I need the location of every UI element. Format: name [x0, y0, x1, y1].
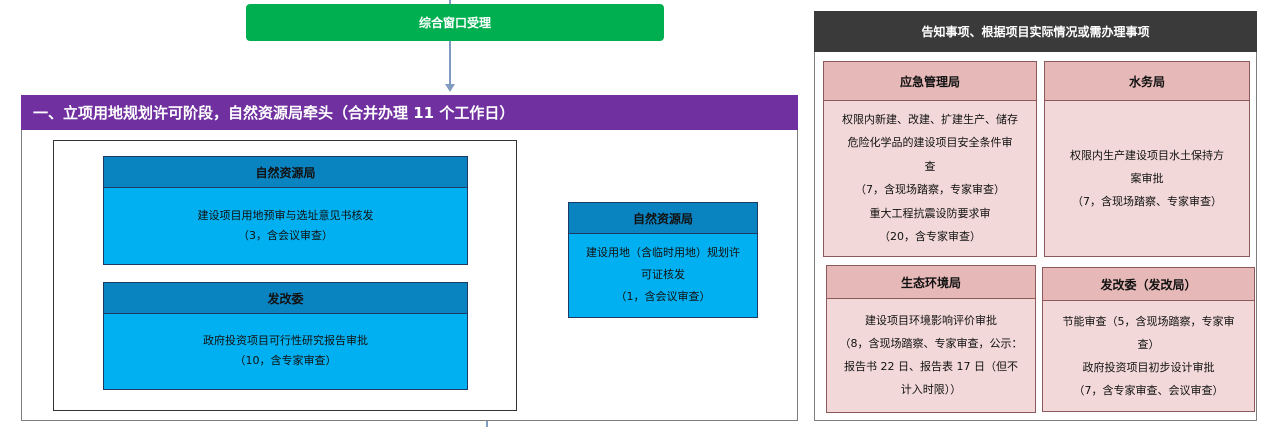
notice-line: 政府投资项目初步设计审批 — [1082, 360, 1215, 374]
notice-item-body: 节能审查（5，含现场踏察，专家审 查） 政府投资项目初步设计审批 （7，含专家审… — [1043, 300, 1254, 411]
notice-item-body: 权限内生产建设项目水土保持方 案审批 （7，含现场踏察、专家审查） — [1045, 100, 1249, 256]
box-body: 建设项目用地预审与选址意见书核发 （3，含会议审查） — [104, 187, 467, 264]
box-line: （1，含会议审查） — [615, 290, 711, 303]
notice-water-affairs: 水务局 权限内生产建设项目水土保持方 案审批 （7，含现场踏察、专家审查） — [1044, 61, 1250, 257]
box-line: 建设项目用地预审与选址意见书核发 — [197, 208, 374, 222]
notice-line: 报告书 22 日、报告表 17 日（但不 — [844, 360, 1018, 373]
notice-item-body: 建设项目环境影响评价审批 （8，含现场踏察、专家审查，公示： 报告书 22 日、… — [827, 298, 1035, 412]
box-body: 政府投资项目可行性研究报告审批 （10，含专家审查） — [104, 313, 467, 389]
connector-bottom — [486, 421, 488, 427]
box-line: 政府投资项目可行性研究报告审批 — [203, 334, 368, 347]
notice-item-head: 生态环境局 — [827, 266, 1035, 299]
box-feasibility-study: 发改委 政府投资项目可行性研究报告审批 （10，含专家审查） — [103, 282, 468, 390]
notice-line: 计入时限）） — [900, 383, 962, 396]
connector-accept-to-phase — [449, 41, 451, 85]
notice-line: 查 — [924, 159, 936, 173]
notice-line: （20，含专家审查） — [879, 230, 981, 243]
notice-emergency-management: 应急管理局 权限内新建、改建、扩建生产、储存 危险化学品的建设项目安全条件审 查… — [823, 61, 1037, 257]
box-head: 自然资源局 — [569, 203, 757, 234]
box-line: （10，含专家审查） — [234, 354, 337, 367]
notice-line: 查） — [1137, 337, 1160, 351]
notice-item-head: 应急管理局 — [824, 62, 1036, 101]
notice-line: （7，含现场踏察、专家审查） — [1072, 194, 1222, 208]
notice-ecology-environment: 生态环境局 建设项目环境影响评价审批 （8，含现场踏察、专家审查，公示： 报告书… — [826, 265, 1036, 413]
notice-line: （7，含专家审查、会议审查） — [1073, 383, 1224, 397]
notice-line: 重大工程抗震设防要求审 — [869, 206, 991, 220]
notice-line: 权限内新建、改建、扩建生产、储存 — [842, 112, 1018, 126]
notice-line: 建设项目环境影响评价审批 — [865, 314, 997, 327]
notice-line: 权限内生产建设项目水土保持方 — [1070, 148, 1224, 162]
notice-line: （8，含现场踏察、专家审查，公示： — [839, 337, 1023, 350]
notice-line: 危险化学品的建设项目安全条件审 — [847, 136, 1013, 149]
box-head: 自然资源局 — [104, 157, 467, 188]
phase-title: 一、立项用地规划许可阶段，自然资源局牵头（合并办理 11 个工作日） — [21, 95, 798, 130]
box-line: 建设用地（含临时用地）规划许 — [586, 246, 740, 259]
notice-development-reform: 发改委（发改局） 节能审查（5，含现场踏察，专家审 查） 政府投资项目初步设计审… — [1042, 267, 1255, 412]
arrow-down-icon — [445, 84, 455, 92]
notice-line: 案审批 — [1130, 171, 1164, 185]
box-head: 发改委 — [104, 283, 467, 314]
box-line: （3，含会议审查） — [238, 228, 333, 242]
box-body: 建设用地（含临时用地）规划许 可证核发 （1，含会议审查） — [569, 233, 757, 317]
box-line: 可证核发 — [641, 268, 685, 281]
box-land-planning-permit: 自然资源局 建设用地（含临时用地）规划许 可证核发 （1，含会议审查） — [568, 202, 758, 318]
notice-item-body: 权限内新建、改建、扩建生产、储存 危险化学品的建设项目安全条件审 查 （7，含现… — [824, 100, 1036, 256]
notice-line: 节能审查（5，含现场踏察，专家审 — [1062, 314, 1235, 328]
notice-item-head: 发改委（发改局） — [1043, 268, 1254, 301]
accept-node: 综合窗口受理 — [246, 4, 664, 41]
connector-top — [449, 0, 451, 4]
notice-item-head: 水务局 — [1045, 62, 1249, 101]
notice-line: （7，含现场踏察，专家审查） — [855, 183, 1005, 196]
box-land-preliminary-review: 自然资源局 建设项目用地预审与选址意见书核发 （3，含会议审查） — [103, 156, 468, 265]
notice-title: 告知事项、根据项目实际情况或需办理事项 — [814, 11, 1257, 52]
